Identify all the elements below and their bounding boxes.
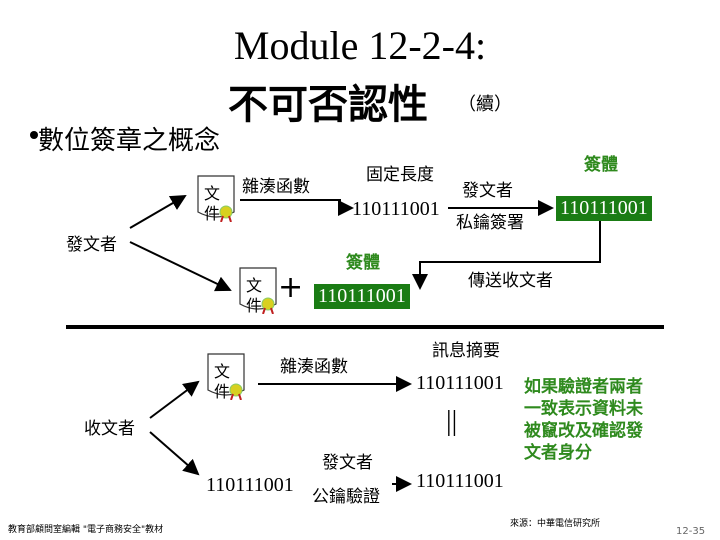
doc-text-2: 件	[246, 296, 263, 315]
doc-text-1: 文	[214, 362, 231, 381]
doc-text-1: 文	[246, 276, 263, 295]
top-document: 文 件	[190, 172, 240, 223]
public-key-line1: 發文者	[322, 453, 373, 473]
slide-subtitle: 不可否認性	[228, 82, 428, 128]
compare-symbol: ||	[446, 406, 458, 437]
module-title: Module 12-2-4:	[233, 23, 487, 68]
arrow-receiver-to-doc	[149, 380, 200, 419]
public-key-line2: 公鑰驗證	[312, 487, 380, 507]
signature-value-top: 110111001	[556, 196, 652, 221]
verification-note: 如果驗證者兩者一致表示資料未被竄改及確認發文者身分	[524, 377, 643, 463]
fixed-length-label: 固定長度	[366, 165, 434, 185]
doc-text-2: 件	[214, 382, 231, 401]
arrow-sender-to-bottom-doc	[129, 241, 232, 292]
digest-value: 110111001	[352, 198, 440, 220]
subtitle-suffix: （續）	[458, 94, 512, 115]
bullet-dot	[30, 131, 38, 139]
arrow-doc-to-digest	[240, 199, 354, 216]
hash-function-label: 雜湊函數	[242, 177, 310, 197]
footer-credit: 教育部顧問室編輯 "電子商務安全"教材	[8, 525, 164, 535]
section-divider	[66, 325, 664, 329]
received-signature: 110111001	[206, 474, 294, 496]
arrow-signature-down	[412, 220, 601, 290]
doc-text-1: 文	[204, 184, 221, 203]
plus-sign: +	[278, 270, 304, 305]
document-icon	[197, 175, 235, 223]
verified-digest: 110111001	[416, 470, 504, 492]
receiver-digest: 110111001	[416, 372, 504, 394]
signature-label-top: 簽體	[584, 155, 618, 175]
signed-document: 文 件	[232, 264, 282, 315]
document-icon	[207, 353, 245, 401]
bullet-text: 數位簽章之概念	[38, 126, 221, 156]
document-icon	[239, 267, 277, 315]
receiver-document: 文 件	[200, 350, 250, 401]
doc-text-2: 件	[204, 204, 221, 223]
signature-label-mid: 簽體	[346, 253, 380, 273]
arrow-receiver-to-signature	[149, 431, 200, 476]
page-number: 12-35	[676, 526, 706, 537]
receiver-label: 收文者	[84, 419, 135, 439]
receiver-hash-function: 雜湊函數	[280, 357, 348, 377]
send-to-receiver: 傳送收文者	[468, 271, 553, 291]
message-digest-label: 訊息摘要	[432, 341, 500, 361]
private-key-line1: 發文者	[462, 181, 513, 201]
sender-label: 發文者	[66, 235, 117, 255]
signature-value-mid: 110111001	[314, 284, 410, 309]
private-key-line2: 私鑰簽署	[456, 213, 524, 233]
footer-source: 來源：中華電信研究所	[510, 519, 601, 529]
arrow-sender-to-top-doc	[129, 194, 187, 229]
